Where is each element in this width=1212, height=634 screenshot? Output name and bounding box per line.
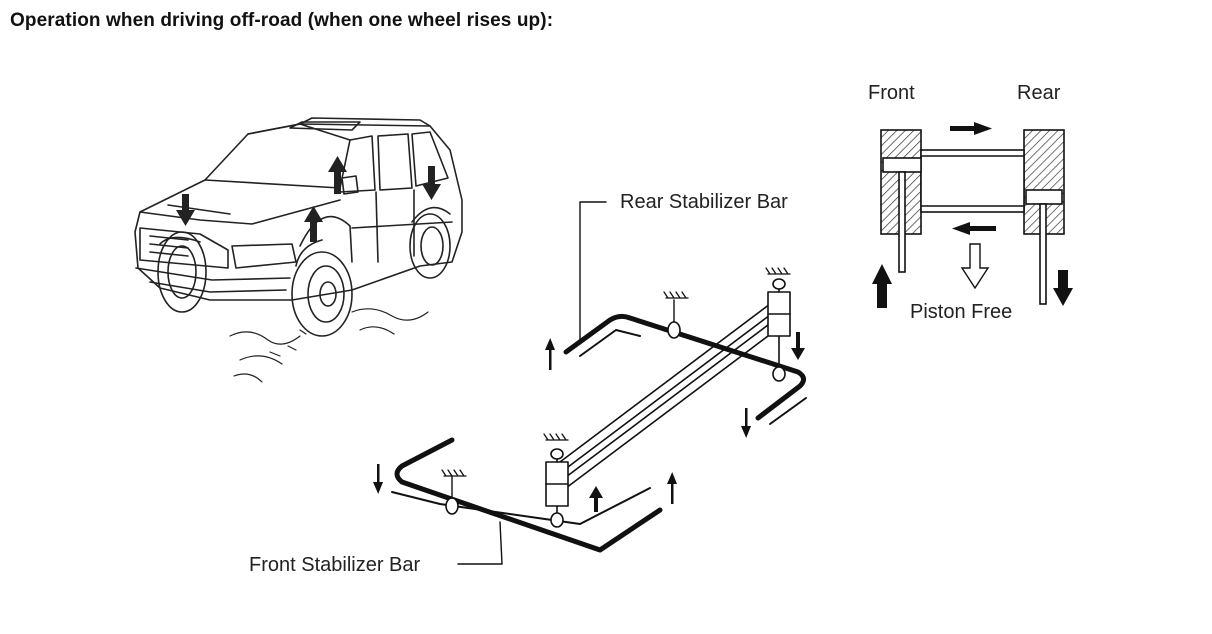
stabilizer-schematic bbox=[391, 201, 807, 565]
front-label: Front bbox=[868, 82, 915, 104]
arrow-up-icon bbox=[872, 264, 892, 308]
arrow-up-icon bbox=[589, 486, 603, 512]
front-cylinder bbox=[545, 448, 569, 528]
mount-symbol bbox=[441, 267, 791, 477]
arrow-up-icon bbox=[545, 338, 555, 370]
arrow-right-icon bbox=[950, 122, 992, 135]
rear-cylinder bbox=[767, 278, 791, 382]
page-title: Operation when driving off-road (when on… bbox=[10, 10, 554, 31]
schematic-arrows bbox=[373, 332, 805, 512]
arrow-down-icon bbox=[741, 408, 751, 438]
front-stabilizer-bar-label: Front Stabilizer Bar bbox=[249, 554, 421, 576]
bushing bbox=[445, 497, 459, 515]
rear-stabilizer-bar-label: Rear Stabilizer Bar bbox=[620, 191, 788, 213]
arrow-left-icon bbox=[952, 222, 996, 235]
hollow-arrow-down-icon bbox=[960, 243, 990, 290]
bushing bbox=[667, 321, 681, 339]
rear-label: Rear bbox=[1017, 82, 1061, 104]
arrow-down-icon bbox=[422, 166, 441, 200]
connecting-rod bbox=[551, 303, 771, 469]
front-stabilizer-bar bbox=[394, 437, 663, 553]
arrow-down-icon bbox=[791, 332, 805, 360]
front-piston bbox=[882, 157, 922, 173]
rear-stabilizer-bar bbox=[563, 313, 806, 421]
vehicle-arrows bbox=[176, 156, 441, 242]
arrow-up-icon bbox=[328, 156, 347, 194]
vehicle-illustration bbox=[134, 117, 463, 383]
cylinder-detail-arrows bbox=[872, 122, 1073, 308]
rear-piston bbox=[1025, 189, 1063, 205]
cylinder-detail bbox=[880, 129, 1065, 305]
arrow-down-icon bbox=[176, 194, 195, 226]
rear-piston-rod bbox=[1039, 203, 1047, 305]
piston-free-label: Piston Free bbox=[910, 301, 1012, 323]
arrow-down-icon bbox=[373, 464, 383, 494]
arrow-down-icon bbox=[1053, 270, 1073, 306]
front-piston-rod bbox=[898, 171, 906, 273]
arrow-up-icon bbox=[304, 206, 323, 242]
arrow-up-icon bbox=[667, 472, 677, 504]
